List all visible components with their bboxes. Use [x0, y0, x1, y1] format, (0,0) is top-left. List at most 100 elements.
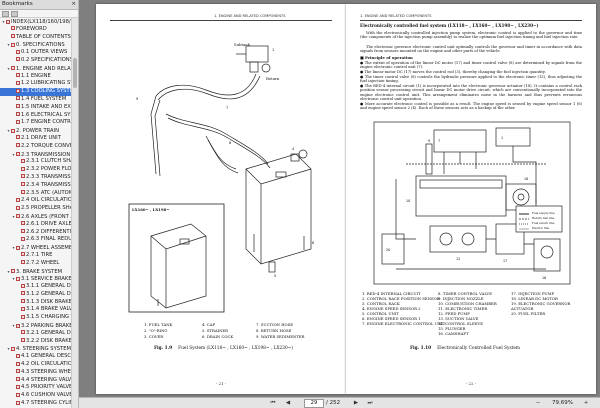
bookmark-item[interactable]: 4.3 STEERING WHEEL: [0, 369, 72, 377]
bullet: ● The extent of operation of the linear …: [360, 61, 582, 70]
expand-toggle-icon[interactable]: ▾: [7, 268, 10, 274]
bookmark-item[interactable]: 2.1 DRIVE UNIT: [0, 135, 72, 143]
legend-item: 13. SUCTION VALVE: [438, 316, 479, 321]
bookmark-item[interactable]: 3.2.1 GENERAL DES: [0, 330, 72, 338]
bookmark-icon: [16, 353, 20, 358]
bookmark-item[interactable]: ▾3. BRAKE SYSTEM: [0, 268, 72, 276]
expand-toggle-icon[interactable]: ▾: [7, 42, 10, 48]
expand-toggle-icon[interactable]: ▾: [12, 213, 15, 219]
bookmark-item[interactable]: 2.7.2 WHEEL: [0, 260, 72, 268]
bookmark-item[interactable]: 1.5 INTAKE AND EXHAU: [0, 104, 72, 112]
bookmark-item[interactable]: 2.6.3 FINAL REDUC: [0, 236, 72, 244]
legend-item: 3. COVER: [144, 334, 164, 339]
bookmark-item[interactable]: 2.2 TORQUE CONVERT: [0, 143, 72, 151]
bookmark-icon: [21, 174, 25, 179]
bookmark-item[interactable]: 3.1.2 GENERAL DES: [0, 291, 72, 299]
bookmark-label: 2.3 TRANSMISSION: [21, 151, 71, 158]
bookmark-item[interactable]: 1.7 ENGINE CONTROL: [0, 119, 72, 127]
bookmark-item[interactable]: 4.5 PRIORITY VALVE: [0, 384, 72, 392]
expand-all-icon[interactable]: [2, 11, 9, 17]
zoom-level[interactable]: 79.69%: [552, 400, 573, 406]
bookmark-item[interactable]: 4.7 STEERING CYLIN: [0, 400, 72, 408]
bookmark-item[interactable]: 1.2 LUBRICATING SYSTE: [0, 80, 72, 88]
first-page-button[interactable]: ⏮: [270, 400, 276, 406]
bookmark-item[interactable]: ▾ 3.2 PARKING BRAKE: [0, 322, 72, 330]
bookmark-item[interactable]: 2.6.2 DIFFERENTIAL: [0, 229, 72, 237]
bookmark-item[interactable]: ▾0. SPECIFICATIONS: [0, 41, 72, 49]
bookmark-item[interactable]: ▾2. POWER TRAIN: [0, 127, 72, 135]
bookmark-item[interactable]: 4.2 OIL CIRCULATION: [0, 361, 72, 369]
bookmark-item[interactable]: ▾1. ENGINE AND RELA: [0, 65, 72, 73]
last-page-button[interactable]: ⏭: [367, 400, 373, 406]
bookmark-item[interactable]: 1.3 COOLING SYSTEM: [0, 88, 72, 96]
bookmark-item[interactable]: 2.3.5 ATC (AUTOM: [0, 190, 72, 198]
bookmark-item[interactable]: 4.1 GENERAL DESCR: [0, 353, 72, 361]
bookmark-item[interactable]: ▾4. STEERING SYSTEM: [0, 345, 72, 353]
expand-toggle-icon[interactable]: ▾: [2, 19, 5, 24]
expand-toggle-icon[interactable]: ▾: [12, 276, 15, 282]
legend-item: 8. TIMER CONTROL VALVE: [438, 291, 492, 296]
bookmark-icon: [21, 306, 25, 311]
bookmark-item[interactable]: 1.1 ENGINE: [0, 73, 72, 81]
bookmark-item[interactable]: 3.1.5 CHARGING V: [0, 314, 72, 322]
legend-item: 16. CAMSHAFT: [438, 331, 469, 336]
bookmark-item[interactable]: 3.1.4 BRAKE VALV: [0, 306, 72, 314]
bookmark-item[interactable]: 2.4 OIL CIRCULATION: [0, 197, 72, 205]
expand-toggle-icon[interactable]: ▾: [7, 65, 10, 71]
collapse-all-icon[interactable]: [11, 11, 18, 17]
bookmark-item[interactable]: 0.2 SPECIFICATIONS: [0, 57, 72, 65]
bookmark-item[interactable]: 2.5 PROPELLER SHAFT: [0, 205, 72, 213]
bookmark-item[interactable]: ▾ 2.3 TRANSMISSION: [0, 151, 72, 159]
bookmark-item[interactable]: ▾ INDEX(LX118/160/198/22: [0, 18, 72, 26]
expand-toggle-icon[interactable]: ▾: [12, 151, 15, 157]
legend-item: 4. CAP: [202, 322, 216, 327]
expand-toggle-icon[interactable]: ▾: [12, 245, 15, 251]
bookmark-item[interactable]: 1.4 FUEL SYSTEM: [0, 96, 72, 104]
electronic-fuel-system-diagram: 7 1 9 10 18 20 12 17 16: [373, 121, 571, 285]
bookmark-icon: [16, 57, 20, 62]
bookmark-item[interactable]: 2.3.2 POWER FLOW: [0, 166, 72, 174]
expand-toggle-icon[interactable]: ▾: [7, 346, 10, 352]
bookmark-label: 3.2 PARKING BRAKE: [21, 323, 72, 330]
bookmark-item[interactable]: FOREWORD: [0, 26, 72, 34]
bookmark-label: 2.5 PROPELLER SHAFT: [21, 205, 72, 212]
bookmark-icon: [16, 112, 20, 117]
bookmark-item[interactable]: 3.2.2 DISK BRAKE: [0, 338, 72, 346]
bookmark-item[interactable]: 3.1.3 DISK BRAKE: [0, 299, 72, 307]
diagram-legend-item: Fuel return line: [532, 221, 555, 225]
close-icon[interactable]: ×: [71, 1, 76, 7]
page-number-input[interactable]: 29: [304, 399, 324, 408]
prev-page-button[interactable]: ◀: [285, 400, 291, 406]
expand-toggle-icon[interactable]: ▾: [7, 128, 10, 134]
bookmark-item[interactable]: 1.6 ELECTRICAL SYSTE: [0, 112, 72, 120]
bookmark-item[interactable]: 4.6 CUSHION VALVE: [0, 392, 72, 400]
bookmark-item[interactable]: ▾3.1 SERVICE BRAKE: [0, 275, 72, 283]
bookmark-item[interactable]: 2.3.3 TRANSMISSIO: [0, 174, 72, 182]
bookmark-item[interactable]: 2.7.1 TIRE: [0, 252, 72, 260]
expand-toggle-icon[interactable]: ▾: [12, 323, 15, 329]
bookmark-label: 2.7.2 WHEEL: [26, 259, 60, 266]
bookmark-item[interactable]: 2.3.4 TRANSMISSIO: [0, 182, 72, 190]
figure-number: Fig. 1.10: [410, 346, 432, 351]
legend-item: 2. CONTROL RACE POSITION SENSOR: [362, 296, 440, 301]
bookmark-item[interactable]: TABLE OF CONTENTS: [0, 34, 72, 42]
document-viewer[interactable]: 1. ENGINE AND RELATED COMPONENTS: [79, 0, 600, 398]
bookmark-label: 2.3.5 ATC (AUTOM: [26, 189, 72, 196]
bookmark-item[interactable]: 2.3.1 CLUTCH SHAF: [0, 158, 72, 166]
sidebar-scrollbar[interactable]: [71, 18, 78, 408]
bookmark-label: INDEX(LX118/160/198/22: [11, 19, 72, 25]
bookmark-item[interactable]: 3.1.1 GENERAL DES: [0, 283, 72, 291]
zoom-in-button[interactable]: +: [583, 400, 589, 406]
bookmark-item[interactable]: 4.4 STEERING VALVE: [0, 377, 72, 385]
bookmark-item[interactable]: ▾2.7 WHEEL ASSEMBLY: [0, 244, 72, 252]
sidebar-scroll-thumb[interactable]: [73, 58, 77, 88]
bookmark-item[interactable]: 0.1 OUTER VIEWS: [0, 49, 72, 57]
next-page-button[interactable]: ▶: [353, 400, 359, 406]
zoom-out-button[interactable]: −: [535, 400, 541, 406]
bookmark-icon: [16, 369, 20, 374]
bookmark-item[interactable]: ▾2.6 AXLES (FRONT AND: [0, 213, 72, 221]
bookmark-item[interactable]: 2.6.1 DRIVE AXLE: [0, 221, 72, 229]
bookmark-label: 4.6 CUSHION VALVE: [21, 392, 72, 399]
